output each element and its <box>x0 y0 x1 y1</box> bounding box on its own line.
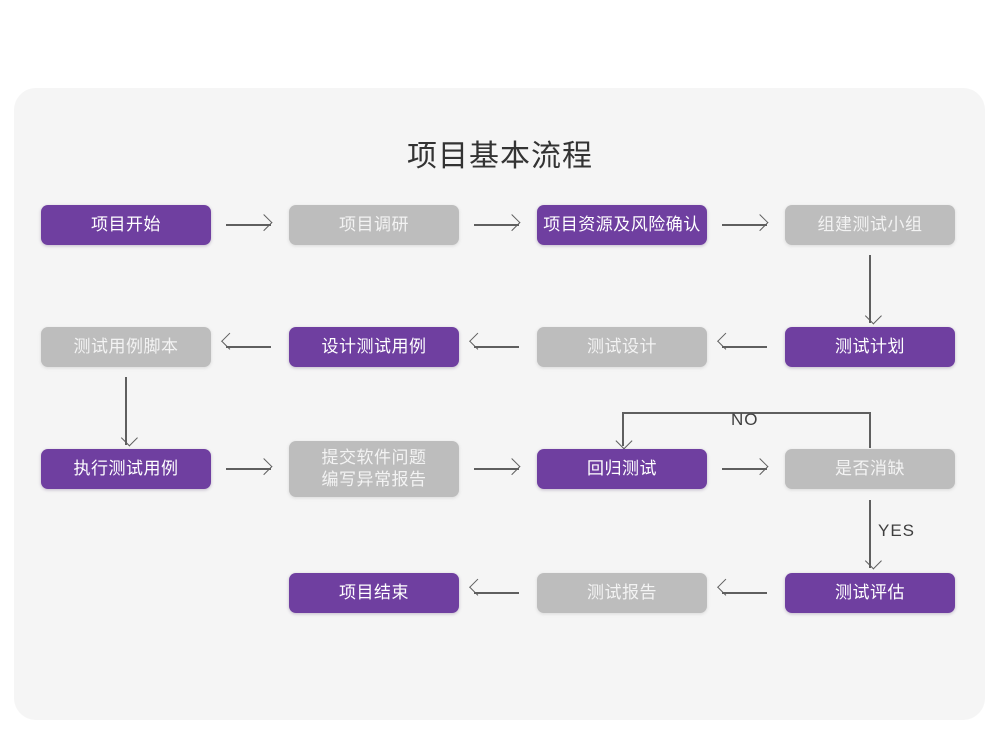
arrow-shaft <box>125 377 127 445</box>
arrow-shaft <box>869 255 871 323</box>
arrow-regression-to-defect-check <box>722 458 769 478</box>
arrow-shaft <box>474 224 519 226</box>
node-project-end[interactable]: 项目结束 <box>289 573 459 613</box>
arrow-shaft <box>226 224 271 226</box>
arrow-research-to-resource <box>474 214 521 234</box>
node-resource-risk-confirm[interactable]: 项目资源及风险确认 <box>537 205 707 245</box>
arrow-shaft <box>722 224 767 226</box>
arrow-head <box>503 214 521 232</box>
arrow-testplan-to-testdesign <box>717 332 767 356</box>
loop-no-segment-down <box>622 412 624 446</box>
arrow-head <box>751 214 769 232</box>
arrow-start-to-research <box>226 214 273 234</box>
node-test-evaluation[interactable]: 测试评估 <box>785 573 955 613</box>
arrow-head <box>864 307 882 325</box>
node-execute-test-cases[interactable]: 执行测试用例 <box>41 449 211 489</box>
arrow-head <box>120 429 138 447</box>
arrow-testreport-to-projectend <box>469 578 519 602</box>
arrow-shaft <box>722 346 767 348</box>
arrow-team-to-testplan <box>861 255 882 325</box>
node-regression-test[interactable]: 回归测试 <box>537 449 707 489</box>
node-submit-issue-write-report[interactable]: 提交软件问题 编写异常报告 <box>289 441 459 497</box>
arrow-shaft <box>474 592 519 594</box>
arrow-report-issue-to-regression <box>474 458 521 478</box>
arrow-head <box>255 214 273 232</box>
node-project-research[interactable]: 项目调研 <box>289 205 459 245</box>
arrow-head <box>751 458 769 476</box>
arrow-shaft <box>869 500 871 568</box>
node-project-start[interactable]: 项目开始 <box>41 205 211 245</box>
arrow-shaft <box>226 346 271 348</box>
arrow-shaft <box>474 468 519 470</box>
arrow-head <box>255 458 273 476</box>
node-design-test-cases[interactable]: 设计测试用例 <box>289 327 459 367</box>
node-test-design[interactable]: 测试设计 <box>537 327 707 367</box>
flowchart-panel <box>14 88 985 720</box>
node-build-test-team[interactable]: 组建测试小组 <box>785 205 955 245</box>
node-test-case-script[interactable]: 测试用例脚本 <box>41 327 211 367</box>
arrow-shaft <box>226 468 271 470</box>
loop-no-segment-up <box>869 412 871 448</box>
arrow-design-to-script <box>221 332 271 356</box>
arrow-evaluation-to-testreport <box>717 578 767 602</box>
arrow-resource-to-team <box>722 214 769 234</box>
loop-no-segment-across <box>622 412 871 414</box>
node-defect-cleared-decision[interactable]: 是否消缺 <box>785 449 955 489</box>
arrow-execute-to-report-issue <box>226 458 273 478</box>
page-title: 项目基本流程 <box>407 140 593 173</box>
node-test-report[interactable]: 测试报告 <box>537 573 707 613</box>
node-test-plan[interactable]: 测试计划 <box>785 327 955 367</box>
arrow-script-to-execute <box>117 377 138 447</box>
arrow-head <box>503 458 521 476</box>
edge-label-no: NO <box>731 410 759 429</box>
arrow-head <box>864 552 882 570</box>
arrow-shaft <box>722 592 767 594</box>
arrow-testdesign-to-design <box>469 332 519 356</box>
arrow-yes-to-evaluation <box>861 500 882 570</box>
arrow-shaft <box>474 346 519 348</box>
edge-label-yes: YES <box>878 521 916 540</box>
arrow-shaft <box>722 468 767 470</box>
